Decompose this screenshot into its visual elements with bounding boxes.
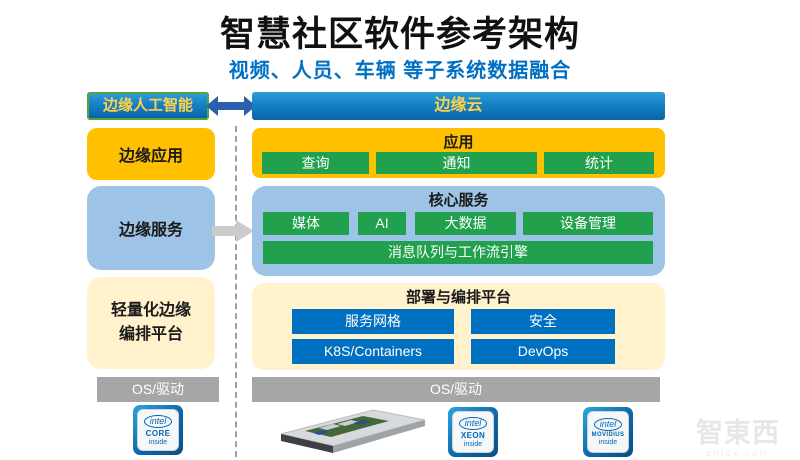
intel-inside-label: inside [148, 438, 168, 446]
intel-inside-label: inside [463, 440, 483, 448]
watermark-zhidx: 智東西 zhidx.com [682, 418, 794, 458]
button-message-queue-workflow: 消息队列与工作流引擎 [263, 241, 653, 264]
section-application-title: 应用 [443, 134, 474, 151]
header-edge-cloud: 边缘云 [252, 92, 665, 120]
intel-movidius-badge-icon: intel MOVIDIUS inside [583, 407, 633, 457]
intel-core-badge-icon: intel CORE inside [133, 405, 183, 455]
section-core-services-title: 核心服务 [428, 192, 489, 209]
section-application: 应用 查询 通知 统计 [252, 128, 665, 178]
intel-xeon-badge-face: intel XEON inside [452, 411, 494, 453]
subtitle-normal: 视频、人员、车辆 等子系统 [228, 60, 488, 82]
intel-xeon-label: XEON [460, 430, 486, 440]
intel-movidius-label: MOVIDIUS [591, 432, 625, 438]
intel-core-label: CORE [145, 428, 171, 438]
intel-logo: intel [593, 418, 623, 431]
rack-server-image [280, 409, 426, 453]
section-deploy-orchestration: 部署与编排平台 服务网格 安全 K8S/Containers DevOps [252, 283, 665, 370]
box-edge-services: 边缘服务 [87, 186, 215, 270]
watermark-url: zhidx.com [706, 448, 770, 458]
button-devops: DevOps [471, 339, 615, 364]
intel-logo: intel [458, 416, 488, 430]
page-title: 智慧社区软件参考架构 [219, 15, 580, 54]
button-security: 安全 [471, 309, 615, 334]
button-query: 查询 [262, 152, 369, 174]
button-service-mesh: 服务网格 [292, 309, 454, 334]
button-k8s-containers: K8S/Containers [292, 339, 454, 364]
button-notify: 通知 [376, 152, 537, 174]
page-subtitle: 视频、人员、车辆 等子系统数据融合 [0, 54, 800, 83]
box-lightweight-edge-orchestration: 轻量化边缘 编排平台 [87, 277, 215, 369]
section-core-services: 核心服务 媒体 AI 大数据 设备管理 消息队列与工作流引擎 [252, 186, 665, 276]
os-driver-bar-left: OS/驱动 [97, 377, 219, 402]
intel-core-badge-face: intel CORE inside [137, 409, 179, 451]
section-deploy-title: 部署与编排平台 [405, 289, 511, 306]
column-divider [235, 126, 237, 457]
button-device-management: 设备管理 [523, 212, 653, 235]
watermark-logo: 智東西 [696, 418, 780, 448]
intel-movidius-badge-face: intel MOVIDIUS inside [587, 411, 629, 453]
intel-logo: intel [143, 414, 173, 428]
bidirectional-arrow-icon [206, 96, 256, 116]
box-edge-application: 边缘应用 [87, 128, 215, 180]
flow-arrow-icon [212, 220, 254, 242]
os-driver-bar-right: OS/驱动 [252, 377, 660, 402]
button-statistics: 统计 [544, 152, 654, 174]
header-edge-ai: 边缘人工智能 [87, 92, 209, 120]
button-ai: AI [358, 212, 406, 235]
intel-xeon-badge-icon: intel XEON inside [448, 407, 498, 457]
button-media: 媒体 [263, 212, 349, 235]
subtitle-bold: 数据融合 [487, 60, 572, 82]
button-big-data: 大数据 [415, 212, 516, 235]
intel-inside-label: inside [598, 439, 618, 446]
